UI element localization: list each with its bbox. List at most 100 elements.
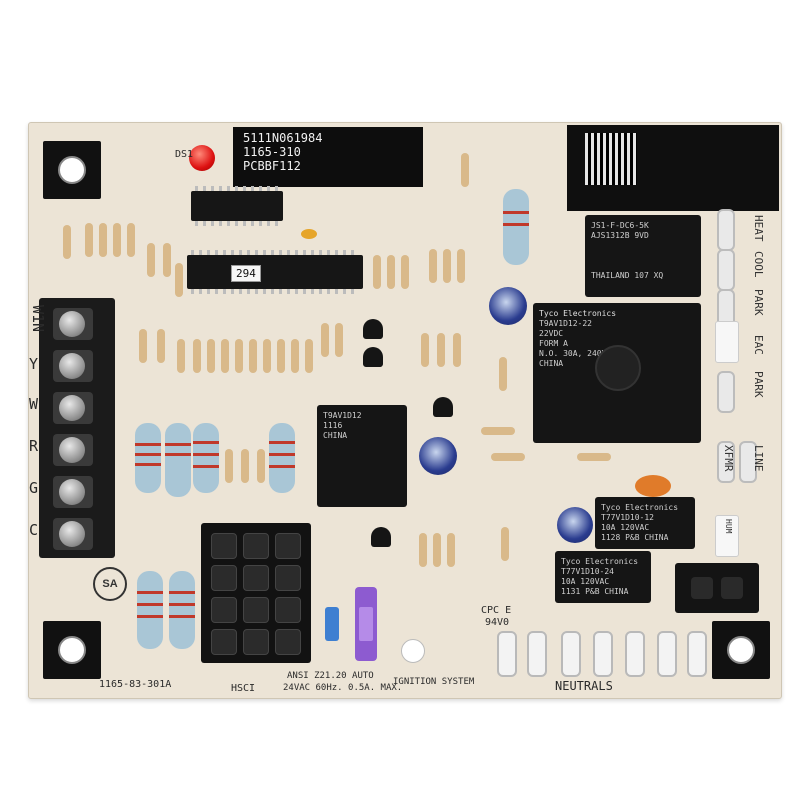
resistor	[499, 357, 507, 391]
relay-center: T9AV1D12 1116 CHINA	[317, 405, 407, 507]
resistor	[85, 223, 93, 257]
resistor	[175, 263, 183, 297]
relay-main-line: CHINA	[539, 359, 564, 368]
relay-lower-right-line: 10A 120VAC	[561, 577, 610, 586]
transistor	[371, 527, 391, 547]
terminal-screw[interactable]	[53, 476, 93, 508]
neutral-tab[interactable]	[625, 631, 645, 677]
connector-label-eac: EAC	[752, 335, 765, 355]
hsci-label: HSCI	[231, 683, 256, 694]
connector-pin	[211, 629, 237, 655]
board-part-code: 1165-83-301A	[99, 679, 172, 690]
connector-pin	[275, 629, 301, 655]
resistor	[491, 453, 525, 461]
relay-center-line: T9AV1D12	[323, 411, 362, 420]
neutral-tab[interactable]	[657, 631, 677, 677]
resistor	[421, 333, 429, 367]
connector-pin	[275, 533, 301, 559]
neutral-tab[interactable]	[687, 631, 707, 677]
terminal-label-w1n: W1N	[29, 305, 47, 333]
transistor	[363, 347, 383, 367]
spade-connector-xfmr[interactable]	[717, 441, 735, 483]
molex-connector[interactable]	[201, 523, 311, 663]
resistor	[457, 249, 465, 283]
relay-center-line: CHINA	[323, 431, 348, 440]
spade-connector-heat[interactable]	[717, 209, 735, 251]
spade-connector-line[interactable]	[739, 441, 757, 483]
relay-main-line: T9AV1D12-22	[539, 319, 592, 328]
resistor	[387, 255, 395, 289]
resistor	[241, 449, 249, 483]
terminal-label-y: Y	[29, 355, 39, 373]
resistor	[373, 255, 381, 289]
connector-pin	[275, 565, 301, 591]
connector-pin	[721, 577, 743, 599]
relay-top-right-line: AJS1312B 9VD	[591, 231, 649, 240]
ignition-system-label: IGNITION SYSTEM	[393, 677, 475, 687]
connector-label-line: LINE	[752, 445, 765, 472]
ic-chip-small	[191, 186, 283, 226]
terminal-screw[interactable]	[53, 434, 93, 466]
spade-connector-park-2[interactable]	[717, 371, 735, 413]
neutral-tab[interactable]	[561, 631, 581, 677]
connector-label-xfmr: XFMR	[722, 445, 735, 472]
resistor	[127, 223, 135, 257]
resistor	[481, 427, 515, 435]
electrolytic-capacitor	[419, 437, 457, 475]
resistor	[235, 339, 243, 373]
terminal-screw[interactable]	[53, 308, 93, 340]
spade-connector-eac[interactable]	[715, 321, 739, 363]
resistor	[147, 243, 155, 277]
ic-chip-large	[187, 250, 363, 294]
resistor	[225, 449, 233, 483]
spade-connector-cool[interactable]	[717, 249, 735, 291]
connector-label-park-2: PARK	[752, 371, 765, 398]
film-capacitor	[635, 475, 671, 497]
spade-connector-hum[interactable]	[715, 515, 739, 557]
terminal-screw[interactable]	[53, 392, 93, 424]
neutral-tab[interactable]	[527, 631, 547, 677]
power-resistor	[137, 571, 163, 649]
relay-mid-right-brand: Tyco Electronics	[601, 503, 679, 512]
neutrals-label: NEUTRALS	[555, 679, 613, 693]
relay-lower-right-brand: Tyco Electronics	[561, 557, 639, 566]
resistor	[139, 329, 147, 363]
resistor	[249, 339, 257, 373]
connector-label-hum: HUM	[724, 519, 733, 534]
connector-label-heat: HEAT	[752, 215, 765, 242]
resistor	[335, 323, 343, 357]
resistor	[207, 339, 215, 373]
flame-rating-label: 94V0	[485, 617, 510, 628]
transistor	[363, 319, 383, 339]
ansi-rating-line-2: 24VAC 60Hz. 0.5A. MAX.	[283, 683, 403, 693]
relay-knob	[595, 345, 641, 391]
power-resistor	[165, 423, 191, 497]
ic-sticker: 294	[231, 265, 261, 282]
relay-top-right-line: JS1-F-DC6-5K	[591, 221, 649, 230]
relay-top-right: JS1-F-DC6-5K AJS1312B 9VD THAILAND 107 X…	[585, 215, 701, 297]
resistor	[193, 339, 201, 373]
power-resistor	[193, 423, 219, 493]
two-pin-connector[interactable]	[675, 563, 759, 613]
power-resistor	[503, 189, 529, 265]
resistor	[321, 323, 329, 357]
connector-pin	[243, 533, 269, 559]
terminal-screw[interactable]	[53, 518, 93, 550]
thermostat-terminal-block	[39, 298, 115, 558]
terminal-label-g: G	[29, 479, 39, 497]
ceramic-capacitor	[301, 229, 317, 239]
connector-label-cool: COOL	[752, 251, 765, 278]
terminal-screw[interactable]	[53, 350, 93, 382]
mounting-hole-bottom-right	[712, 621, 770, 679]
relay-lower-right-line: T77V1D10-24	[561, 567, 614, 576]
resistor	[257, 449, 265, 483]
resistor	[501, 527, 509, 561]
neutral-tab[interactable]	[497, 631, 517, 677]
relay-main-line: FORM A	[539, 339, 568, 348]
terminal-label-w: W	[29, 395, 39, 413]
connector-pin	[211, 533, 237, 559]
neutral-tab[interactable]	[593, 631, 613, 677]
resistor	[429, 249, 437, 283]
relay-lower-right: Tyco Electronics T77V1D10-24 10A 120VAC …	[555, 551, 651, 603]
resistor	[277, 339, 285, 373]
